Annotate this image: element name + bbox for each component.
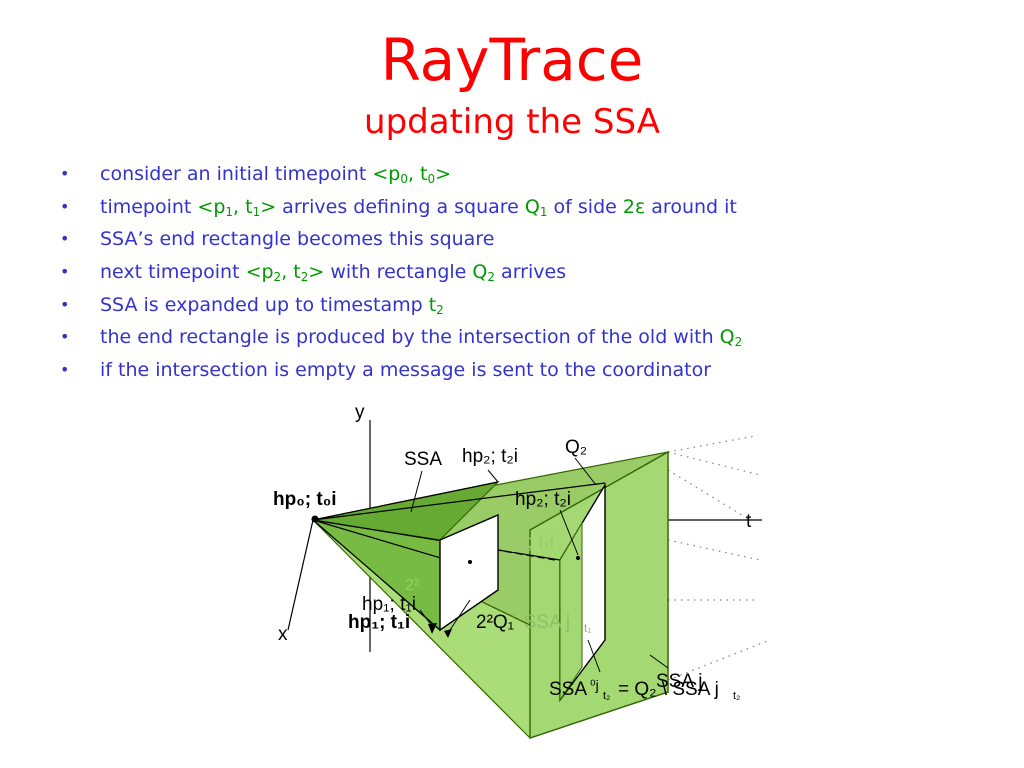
bullet-marker: • <box>60 327 70 347</box>
dotted-guides <box>497 435 771 681</box>
ssa-eq-rest: = Q₂ \ SSA j <box>618 679 719 700</box>
two-eps-q1-label: 2²Q₁ <box>476 612 514 633</box>
ssa-prime-label: SSA <box>549 679 587 700</box>
p2t2-top-label: hp₂; t₂i <box>462 446 518 467</box>
bullet-marker: • <box>60 294 70 314</box>
ssa-t1-sub: t₁ <box>584 621 591 635</box>
bullet-item: • next timepoint <p2, t2> with rectangle… <box>60 256 1000 289</box>
point-p1 <box>468 560 472 564</box>
arrow-head <box>428 623 437 634</box>
bullet-item: • SSA is expanded up to timestamp t2 <box>60 289 1000 322</box>
bullet-item: • the end rectangle is produced by the i… <box>60 321 1000 354</box>
ssa-prime-sup: ⁰j <box>590 677 599 693</box>
slide-subtitle: updating the SSA <box>364 102 660 142</box>
two-eps-label: 2² <box>405 577 420 594</box>
bullet-marker: • <box>60 262 70 282</box>
bullet-item: • SSA’s end rectangle becomes this squar… <box>60 223 1000 256</box>
p0t0-label: hp₀; t₀i <box>273 489 337 510</box>
bullet-marker: • <box>60 196 70 216</box>
bullet-marker: • <box>60 360 70 380</box>
square-q1 <box>439 513 499 632</box>
point-p0 <box>311 515 319 523</box>
q2-label: Q₂ <box>565 437 587 458</box>
p1t1-bold-label: hp₁; t₁i <box>348 612 410 633</box>
slide-title: RayTrace <box>380 26 644 94</box>
bullet-marker: • <box>60 229 70 249</box>
pointer-lines <box>410 457 669 673</box>
point-p2 <box>576 556 580 560</box>
x-axis-label: x <box>278 624 288 645</box>
bullet-item: • timepoint <p1, t1> arrives defining a … <box>60 191 1000 224</box>
ssa-label: SSA <box>404 449 442 470</box>
bullet-item: • if the intersection is empty a message… <box>60 354 1000 387</box>
p1t1-label: hp₁; t₁i <box>362 594 416 615</box>
ssa-small-label: SSA j <box>656 671 702 692</box>
p2t2-label: hp₂; t₂i <box>515 489 571 510</box>
square-q2 <box>559 482 606 703</box>
ssa-eq-sub2: t₂ <box>733 690 740 702</box>
ssa-prime-sub: t₂ <box>603 690 610 702</box>
bullet-item: • consider an initial timepoint <p0, t0> <box>60 158 1000 191</box>
t-axis-label: t <box>746 511 752 532</box>
p1t1-ghost-label: hp₁; t₁i <box>500 532 554 553</box>
x-axis <box>287 519 314 631</box>
arrow-head <box>444 629 452 638</box>
bullet-marker: • <box>60 164 70 183</box>
ssa-t1-label: ´ SSA j <box>512 612 570 633</box>
y-axis-label: y <box>355 402 365 423</box>
bullet-list: • consider an initial timepoint <p0, t0>… <box>60 158 1000 387</box>
